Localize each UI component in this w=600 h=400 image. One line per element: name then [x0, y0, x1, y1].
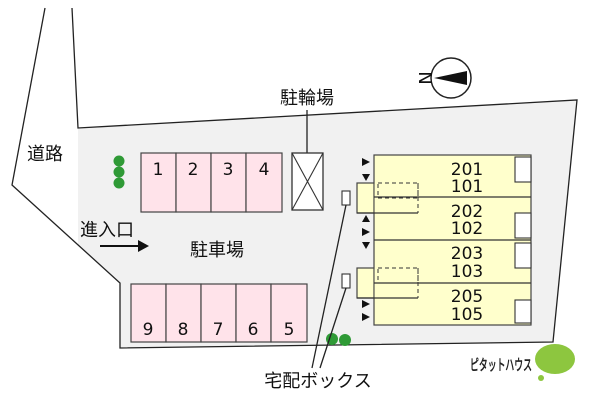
north-arrow-icon [434, 71, 467, 85]
balcony [514, 156, 532, 183]
unit-number: 205 [451, 287, 483, 307]
bicycle-parking-label: 駐輪場 [280, 88, 334, 109]
balcony [514, 299, 532, 324]
tree-icon [113, 177, 125, 189]
door-marker-icon [362, 215, 370, 222]
parking-row-top: 1 2 3 4 [140, 152, 283, 213]
parking-space [210, 152, 247, 213]
compass-north-label: N [414, 71, 435, 84]
road-label: 道路 [27, 144, 63, 165]
parking-space [245, 152, 283, 213]
entrance-label: 進入口 [80, 220, 134, 241]
door-marker-icon [362, 313, 370, 321]
parking-space [235, 283, 272, 343]
parking-space [130, 283, 167, 343]
unit-number: 203 [451, 244, 483, 264]
entrance-arrow-icon [100, 240, 149, 252]
parking-space-number: 1 [153, 160, 164, 180]
parking-space-number: 8 [178, 320, 189, 340]
unit-number: 103 [451, 262, 483, 282]
unit-number: 105 [451, 305, 483, 325]
compass: N [414, 57, 472, 99]
parking-space-number: 7 [213, 320, 224, 340]
parking-space-number: 3 [223, 160, 234, 180]
door-marker-icon [362, 158, 370, 166]
parking-space-number: 6 [248, 320, 259, 340]
parking-space [175, 152, 212, 213]
delivery-box-leader-line [319, 287, 347, 369]
tree-icon [339, 334, 351, 346]
delivery-box [341, 273, 351, 289]
apartment-building: 201 101 202 102 203 103 205 105 [356, 154, 532, 326]
parking-space [200, 283, 237, 343]
lot-boundary [11, 7, 578, 349]
parking-row-bottom: 9 8 7 6 5 [130, 283, 308, 343]
delivery-box [341, 190, 351, 206]
tree-icon [113, 155, 125, 167]
leaf-logo-icon [535, 344, 575, 374]
unit-number: 201 [451, 160, 483, 180]
unit-number: 101 [451, 177, 483, 197]
leaf-logo-dot-icon [538, 375, 544, 381]
parking-space-number: 9 [143, 320, 154, 340]
unit-number: 202 [451, 202, 483, 222]
parking-space-number: 2 [188, 160, 199, 180]
delivery-box-label: 宅配ボックス [264, 371, 371, 392]
delivery-box-leader-line [311, 204, 347, 369]
parking-space-number: 5 [284, 320, 295, 340]
door-marker-icon [362, 300, 370, 308]
door-marker-icon [362, 228, 370, 236]
door-marker-icon [362, 242, 370, 249]
logo-text: ピタットハウス [470, 356, 532, 374]
parking-space [140, 152, 177, 213]
unit-number: 102 [451, 219, 483, 239]
balcony [514, 212, 532, 239]
company-logo: ピタットハウス [470, 344, 575, 381]
bicycle-parking-area [291, 152, 324, 211]
door-marker-icon [362, 174, 370, 181]
balcony [514, 242, 532, 269]
tree-icon [113, 166, 125, 178]
parking-space-number: 4 [259, 160, 270, 180]
parking-lot-label: 駐車場 [190, 240, 244, 261]
parking-space [270, 283, 308, 343]
